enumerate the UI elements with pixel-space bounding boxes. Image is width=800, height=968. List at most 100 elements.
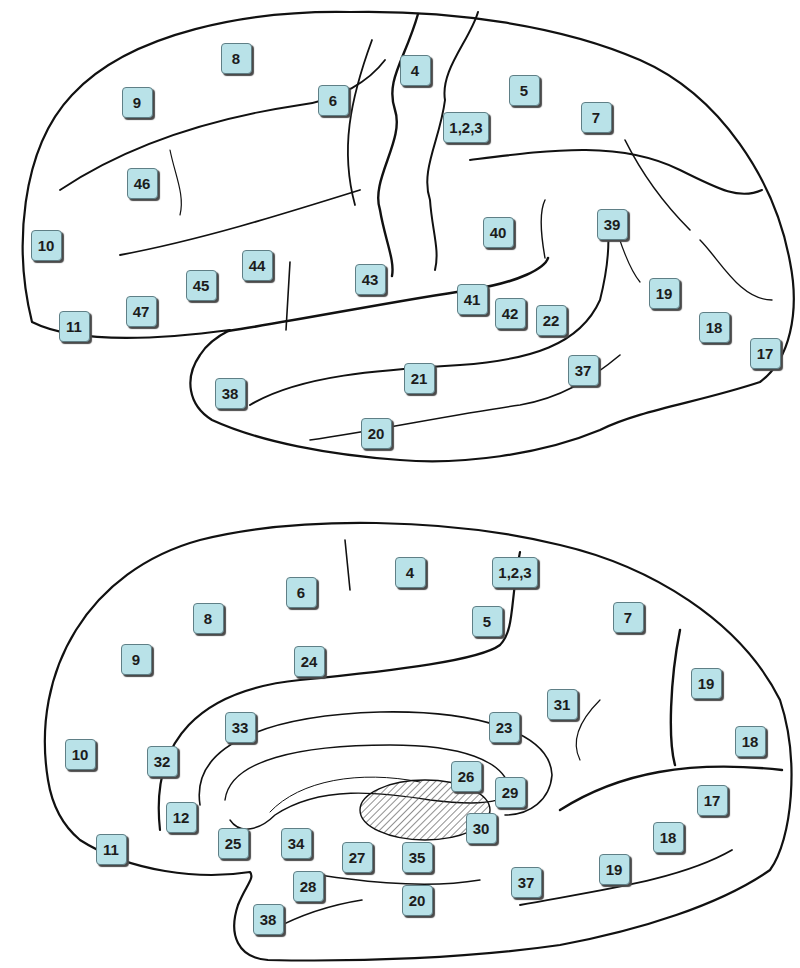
area-number: 20 [408,892,427,909]
lateral-outline [23,12,794,461]
sulcus [120,190,360,255]
area-number: 43 [361,271,380,288]
area-number: 6 [324,92,343,109]
area-number-box: 42 [495,298,526,329]
area-number-box: 31 [547,689,578,720]
area-number: 37 [574,362,593,379]
area-number: 8 [199,610,218,627]
area-number: 24 [300,653,319,670]
area-number: 42 [501,305,520,322]
area-number-box: 20 [361,418,392,449]
sulcus [470,150,762,194]
area-number-box: 9 [121,644,152,675]
area-number: 12 [172,809,191,826]
area-number: 33 [231,719,250,736]
sulcus [300,872,480,884]
area-number: 31 [553,696,572,713]
area-number-box: 8 [193,603,224,634]
area-number-box: 17 [697,785,728,816]
area-number-box: 19 [691,668,722,699]
area-number: 19 [605,861,624,878]
area-number-box: 5 [509,75,540,106]
area-number: 8 [227,50,246,67]
area-number-box: 38 [215,378,246,409]
area-number: 17 [703,792,722,809]
sulcus [170,150,181,215]
area-number: 11 [102,841,121,858]
area-number-box: 37 [568,355,599,386]
area-number-box: 25 [218,828,249,859]
area-number-box: 19 [599,854,630,885]
sulcus [60,60,385,190]
area-number: 40 [489,224,508,241]
area-number-box: 30 [466,813,497,844]
area-number: 11 [65,318,84,335]
area-number-box: 19 [649,278,680,309]
sulcus [625,140,690,230]
area-number-box: 18 [735,726,766,757]
area-number: 18 [659,829,678,846]
area-number-box: 33 [225,712,256,743]
area-number: 20 [367,425,386,442]
area-number-box: 9 [122,87,153,118]
area-number: 5 [515,82,534,99]
area-number: 1,2,3 [449,119,482,136]
area-number: 5 [478,613,497,630]
area-number: 29 [501,784,520,801]
area-number: 32 [153,753,172,770]
area-number-box: 44 [242,250,273,281]
sulcus [560,767,782,810]
area-number: 18 [705,319,724,336]
area-number: 27 [348,849,367,866]
area-number-box: 37 [511,867,542,898]
sulcus [345,540,350,590]
area-number-box: 5 [472,606,503,637]
area-number: 4 [401,564,420,581]
area-number-box: 43 [355,264,386,295]
area-number: 9 [128,94,147,111]
area-number: 41 [463,291,482,308]
area-number: 37 [517,874,536,891]
area-number-box: 20 [402,885,433,916]
area-number-box: 6 [286,577,317,608]
area-number: 28 [299,878,318,895]
area-number-box: 17 [750,338,781,369]
area-number-box: 4 [395,557,426,588]
area-number: 34 [287,835,306,852]
area-number: 7 [587,109,606,126]
sulcus [700,240,772,300]
area-number-box: 47 [126,296,157,327]
area-number-box: 18 [653,822,684,853]
area-number-box: 26 [451,761,482,792]
sulcus [671,630,680,765]
area-number-box: 29 [495,777,526,808]
area-number-box: 10 [65,739,96,770]
area-number-box: 22 [536,305,567,336]
area-number: 44 [248,257,267,274]
area-number-box: 41 [457,284,488,315]
area-number-box: 24 [294,646,325,677]
sylvian-fissure [228,258,548,331]
area-number-box: 35 [402,842,433,873]
area-number: 46 [133,175,152,192]
area-number-box: 18 [699,312,730,343]
area-number: 9 [127,651,146,668]
area-number-box: 10 [31,230,62,261]
area-number: 10 [71,746,90,763]
sulcus [250,210,608,405]
area-number-box: 6 [318,85,349,116]
sulcus [286,262,290,330]
area-number: 7 [619,609,638,626]
area-number: 45 [192,277,211,294]
area-number: 17 [756,345,775,362]
area-number: 35 [408,849,427,866]
area-number: 30 [472,820,491,837]
area-number-box: 45 [186,270,217,301]
area-number-box: 1,2,3 [492,557,537,588]
area-number: 38 [221,385,240,402]
area-number: 19 [697,675,716,692]
area-number-box: 11 [96,834,127,865]
area-number: 39 [603,216,622,233]
area-number: 19 [655,285,674,302]
